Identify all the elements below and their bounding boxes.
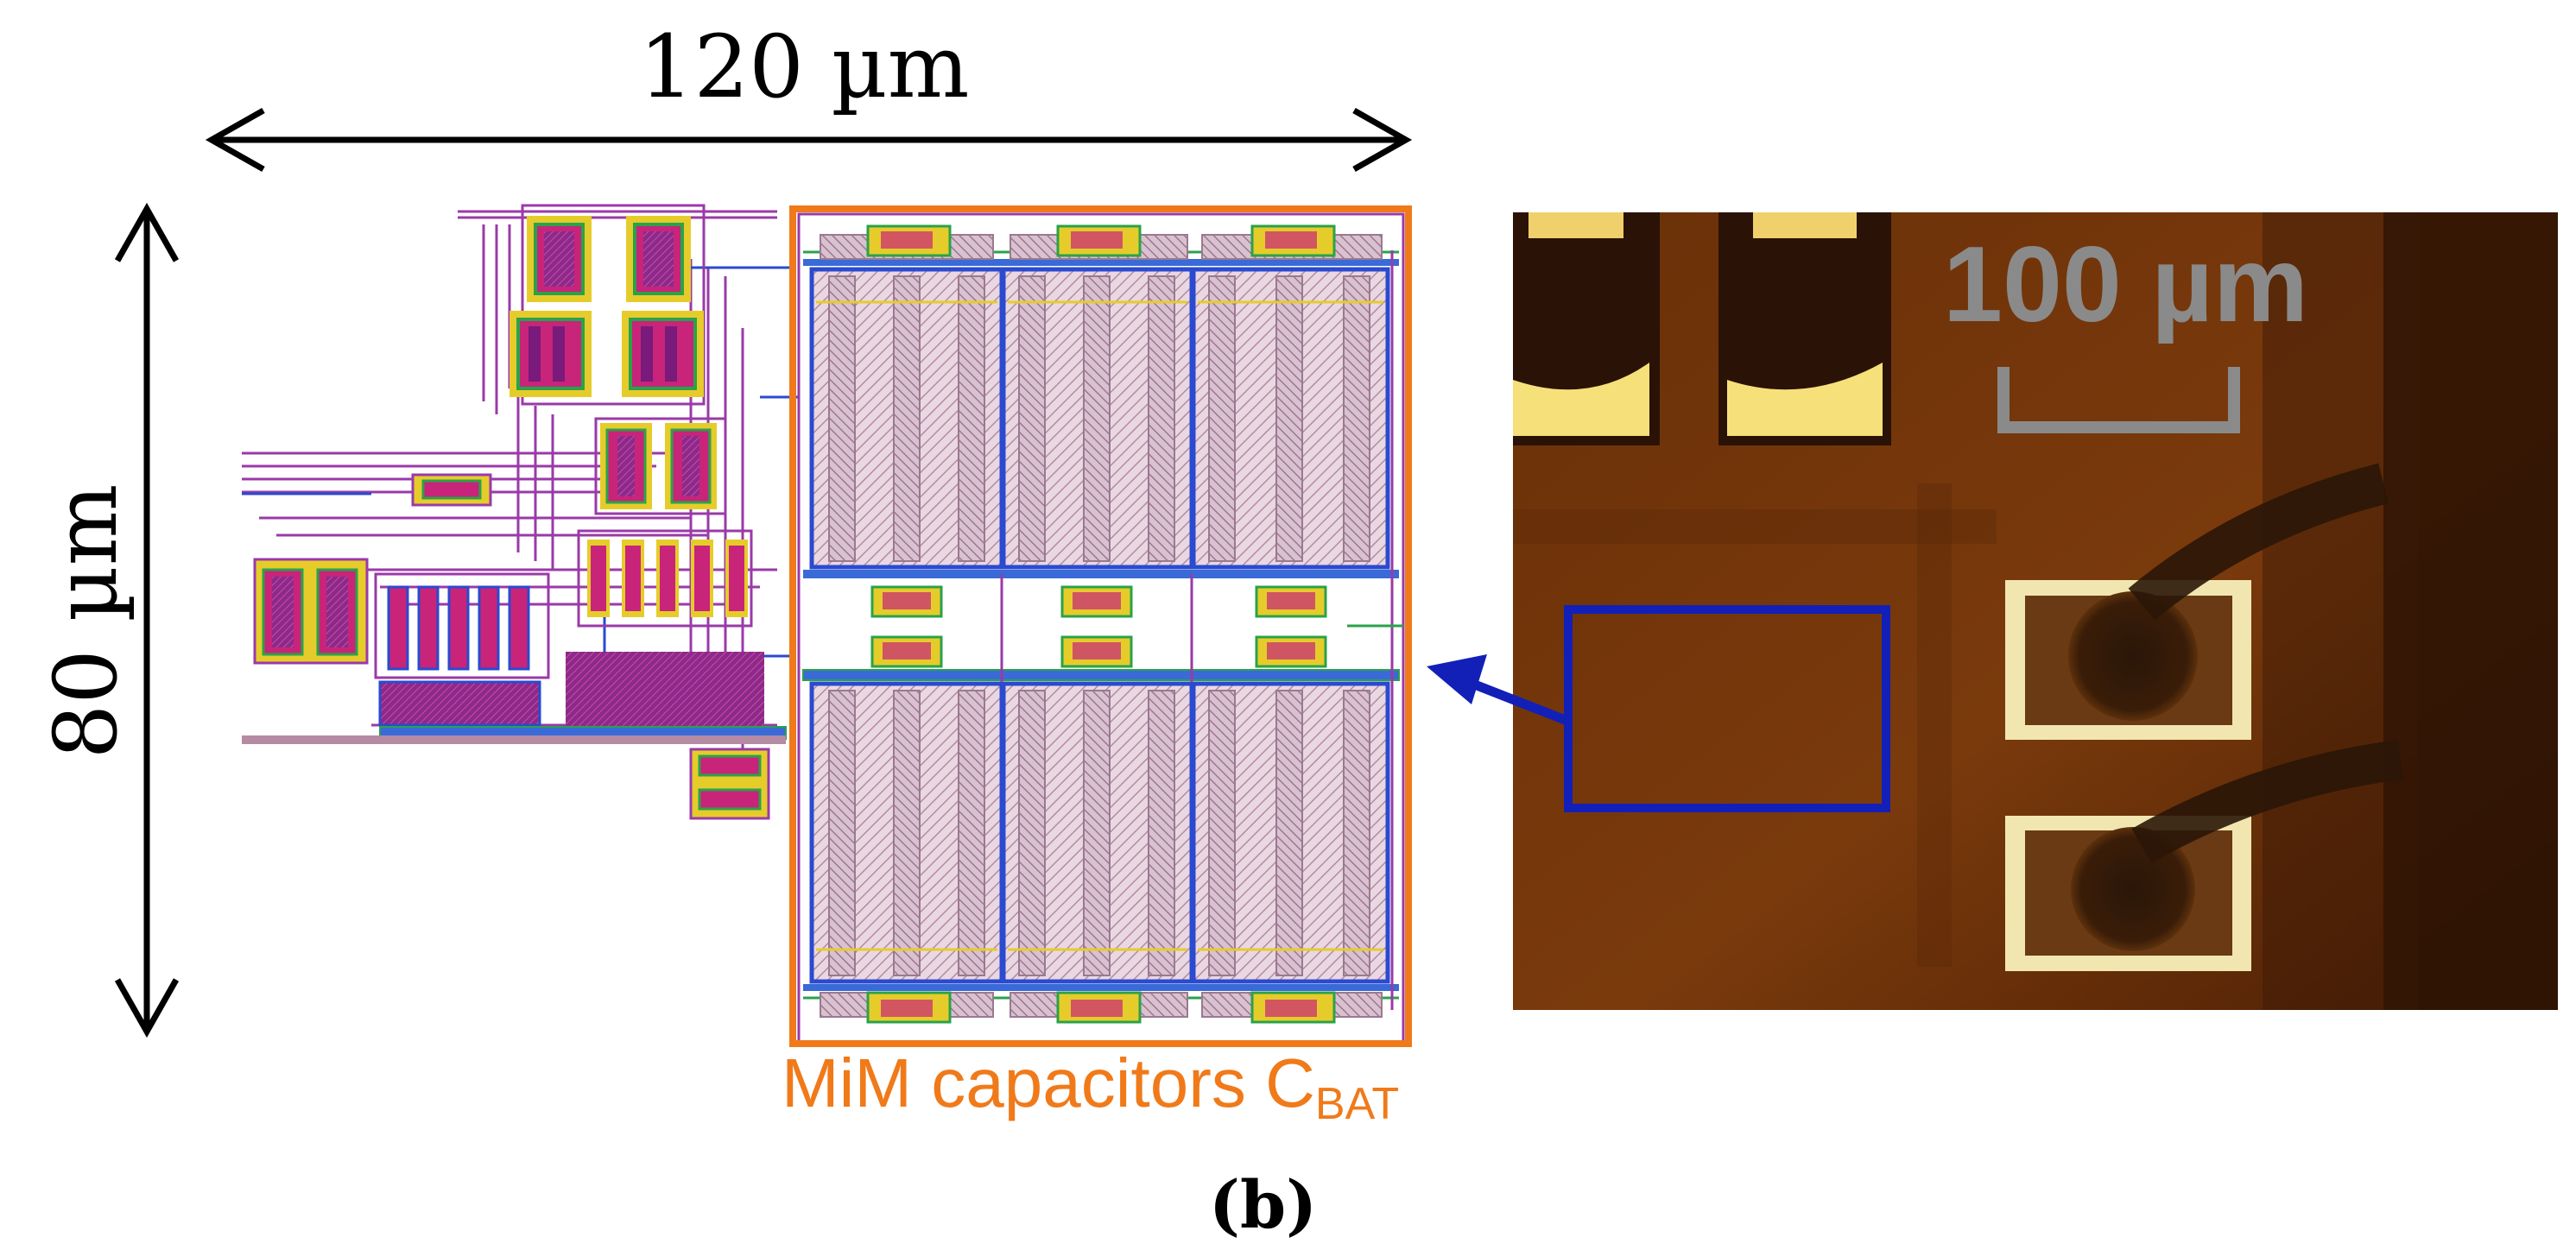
- region-highlight-box: [1564, 605, 1890, 812]
- mim-capacitor-array: [797, 212, 1405, 1045]
- right-bond-pads: [2005, 463, 2403, 971]
- capacitor-label-subscript: BAT: [1314, 1079, 1400, 1129]
- layout-logic-cells: [242, 204, 803, 820]
- capacitor-cells: [809, 267, 1390, 984]
- capacitor-label: MiM capacitors CBAT: [782, 1049, 1399, 1127]
- scale-bar-label: 100 µm: [1943, 225, 2309, 344]
- contact-pads: [820, 224, 1383, 1024]
- top-bond-pads: [1513, 212, 1891, 445]
- panel-label: (b): [1209, 1166, 1318, 1243]
- pointer-arrow: [1427, 654, 1570, 726]
- height-dimension-arrow: [114, 202, 180, 1038]
- height-dimension-label: 80 µm: [35, 483, 136, 760]
- width-dimension-arrow: [205, 107, 1413, 173]
- scale-bar: [1997, 367, 2240, 433]
- capacitor-label-text: MiM capacitors C: [782, 1045, 1315, 1121]
- capacitor-highlight-box: [789, 205, 1412, 1047]
- width-dimension-label: 120 µm: [639, 16, 970, 117]
- chip-micrograph: [1513, 212, 2558, 1010]
